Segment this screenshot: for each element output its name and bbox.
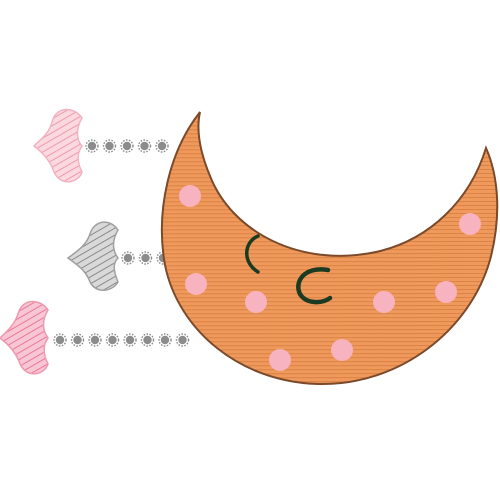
moon-spot — [435, 281, 457, 303]
stitch-dot — [123, 333, 137, 347]
dot-trail-top — [85, 139, 169, 153]
heart-middle-icon — [66, 221, 119, 291]
heart-middle-group — [66, 221, 170, 291]
stitch-dot — [105, 333, 120, 347]
stitch-dot — [138, 251, 153, 265]
dot-trail-bottom — [53, 333, 190, 347]
heart-top-group — [32, 108, 169, 183]
heart-top-icon — [32, 108, 83, 183]
stitch-dot — [137, 139, 152, 153]
stitch-dot — [121, 251, 135, 265]
moon-left-eye — [245, 234, 260, 274]
moon-spot — [331, 339, 353, 361]
stitch-dot — [120, 139, 134, 153]
dot-trail-middle — [121, 251, 170, 265]
moon-spot — [245, 291, 267, 313]
heart-bottom-icon — [0, 300, 49, 375]
stitch-dot — [85, 139, 99, 153]
moon-spots — [179, 185, 481, 371]
heart-bottom-group — [0, 300, 190, 375]
stitch-dot — [175, 333, 190, 347]
stitch-dot — [140, 333, 155, 347]
moon-spot — [269, 349, 291, 371]
moon-spot — [179, 185, 201, 207]
stitch-dot — [155, 139, 169, 153]
stitch-dot — [70, 333, 85, 347]
moon-spot — [185, 273, 207, 295]
stitch-dot — [88, 333, 102, 347]
stitch-dot — [102, 139, 117, 153]
moon-spot — [373, 291, 395, 313]
stitch-dot — [53, 333, 67, 347]
crescent-moon — [160, 111, 499, 386]
moon-right-eye — [296, 267, 333, 305]
stitch-dot — [158, 333, 172, 347]
moon-spot — [459, 213, 481, 235]
moon-body — [160, 111, 499, 386]
